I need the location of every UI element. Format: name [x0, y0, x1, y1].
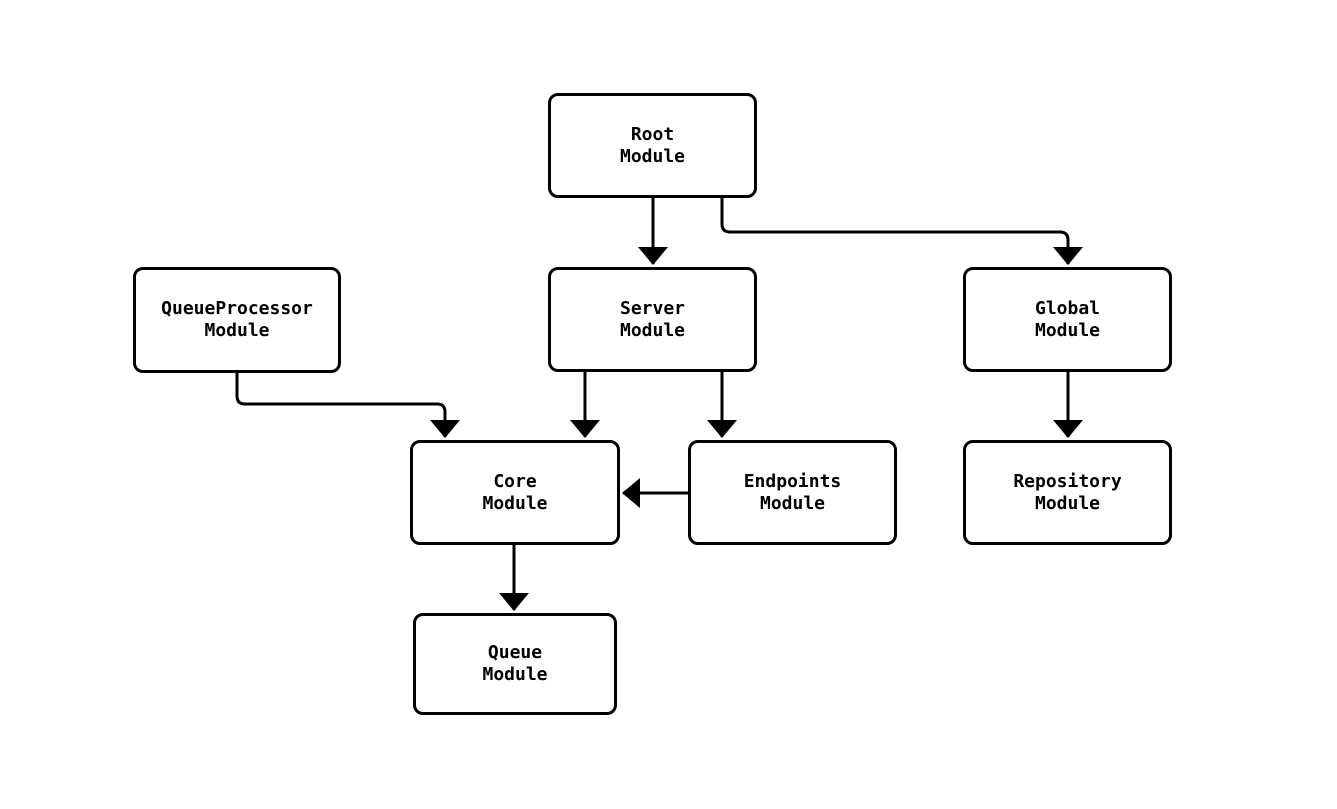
node-label-line: Module — [619, 319, 686, 341]
node-label-line: QueueProcessor — [161, 298, 313, 319]
node-queue-module: Queue Module — [413, 613, 617, 715]
node-endpoints-module: Endpoints Module — [688, 440, 897, 545]
node-label-line: Module — [759, 492, 826, 514]
node-root-module: Root Module — [548, 93, 757, 198]
node-label-line: Core — [493, 470, 537, 492]
node-queueprocessor-module: QueueProcessor Module — [133, 267, 341, 373]
node-label-line: Module — [482, 664, 548, 685]
node-label-line: Queue — [487, 642, 543, 663]
node-label-line: Repository — [1013, 470, 1122, 492]
node-label-line: Global — [1034, 297, 1101, 319]
node-label-line: Module — [1034, 492, 1101, 514]
node-label-line: Module — [482, 492, 548, 514]
edge-queueprocessor-to-core — [235, 373, 460, 438]
node-label-line: Root — [630, 123, 675, 145]
node-label-line: Module — [619, 145, 686, 167]
node-label-line: Module — [1034, 319, 1101, 341]
node-global-module: Global Module — [963, 267, 1172, 372]
node-server-module: Server Module — [548, 267, 757, 372]
node-label-line: Module — [204, 320, 270, 341]
node-repository-module: Repository Module — [963, 440, 1172, 545]
node-label-line: Server — [619, 297, 686, 319]
node-core-module: Core Module — [410, 440, 620, 545]
node-label-line: Endpoints — [743, 470, 842, 492]
edge-root-to-global — [720, 198, 1083, 265]
